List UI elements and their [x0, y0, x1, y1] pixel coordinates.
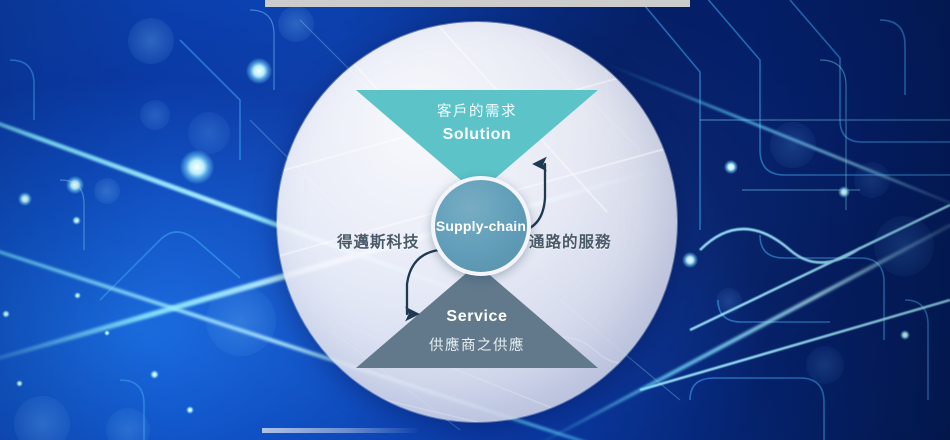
bokeh-circle — [128, 18, 174, 64]
center-node-label: Supply-chain — [435, 218, 527, 234]
light-spark — [682, 252, 698, 268]
light-spark — [900, 330, 910, 340]
light-spark — [246, 58, 272, 84]
bokeh-circle — [874, 216, 934, 276]
light-spark — [66, 176, 84, 194]
top-triangle-english-label: Solution — [442, 126, 512, 143]
right-label-channel-service: 通路的服務 — [529, 234, 612, 251]
bokeh-circle — [806, 346, 844, 384]
light-spark — [2, 310, 10, 318]
left-label-company: 得邁斯科技 — [337, 234, 420, 251]
top-triangle-chinese-label: 客戶的需求 — [437, 104, 517, 120]
light-spark — [838, 186, 850, 198]
bokeh-circle — [854, 162, 890, 198]
light-spark — [72, 216, 81, 225]
light-spark — [18, 192, 32, 206]
light-spark — [104, 330, 110, 336]
bokeh-circle — [94, 178, 120, 204]
diagram-outer-circle: 客戶的需求 Solution Service 供應商之供應 — [277, 22, 677, 422]
light-spark — [150, 370, 159, 379]
bokeh-circle — [106, 408, 150, 440]
light-spark — [16, 380, 23, 387]
light-spark — [74, 292, 81, 299]
bokeh-circle — [14, 396, 70, 440]
bokeh-circle — [206, 286, 276, 356]
bokeh-circle — [188, 112, 230, 154]
light-spark — [186, 406, 194, 414]
supply-chain-diagram: 客戶的需求 Solution Service 供應商之供應 — [277, 22, 677, 422]
bottom-triangle-chinese-label: 供應商之供應 — [429, 338, 525, 354]
bokeh-circle — [716, 288, 742, 314]
bottom-cut-bar — [262, 428, 420, 433]
light-spark — [180, 150, 214, 184]
bottom-triangle-english-label: Service — [446, 308, 508, 325]
light-spark — [724, 160, 738, 174]
bokeh-circle — [770, 122, 816, 168]
bokeh-circle — [140, 100, 170, 130]
bokeh-circle — [278, 6, 314, 42]
top-cut-bar — [265, 0, 690, 7]
center-node-supply-chain: Supply-chain — [431, 176, 531, 276]
